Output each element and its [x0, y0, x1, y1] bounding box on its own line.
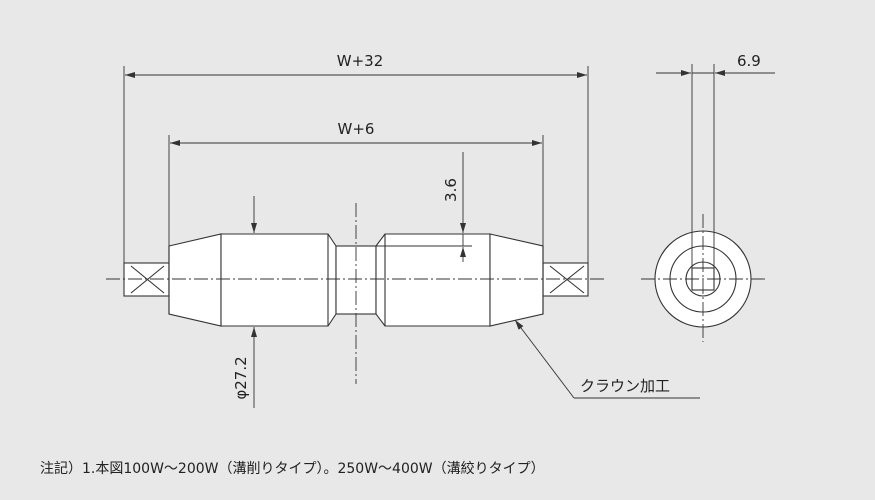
overall-length-label: W+32 [337, 52, 384, 70]
right-flat-mark [549, 265, 585, 294]
diameter-label: φ27.2 [232, 356, 250, 399]
left-flat-mark [130, 265, 165, 294]
right-barrel [375, 233, 491, 327]
dim-diameter: φ27.2 [232, 196, 257, 408]
end-view [641, 64, 768, 342]
left-barrel [220, 233, 337, 327]
side-view [106, 203, 606, 384]
dim-groove-depth: 3.6 [376, 152, 472, 262]
shaft-width-label: 6.9 [737, 52, 761, 70]
dim-shaft-width: 6.9 [656, 52, 775, 76]
crown-label: クラウン加工 [580, 377, 670, 395]
body-length-label: W+6 [338, 120, 375, 138]
groove-depth-label: 3.6 [442, 178, 460, 202]
footnote: 注記）1.本図100W～200W（溝削りタイプ）。250W～400W（溝絞りタイ… [40, 461, 545, 477]
dim-body-length: W+6 [168, 120, 544, 246]
right-taper [489, 233, 544, 327]
crown-callout: クラウン加工 [514, 319, 700, 399]
dim-overall-length: W+32 [123, 52, 589, 263]
shoulder-lines [168, 234, 544, 326]
left-taper [168, 233, 222, 327]
